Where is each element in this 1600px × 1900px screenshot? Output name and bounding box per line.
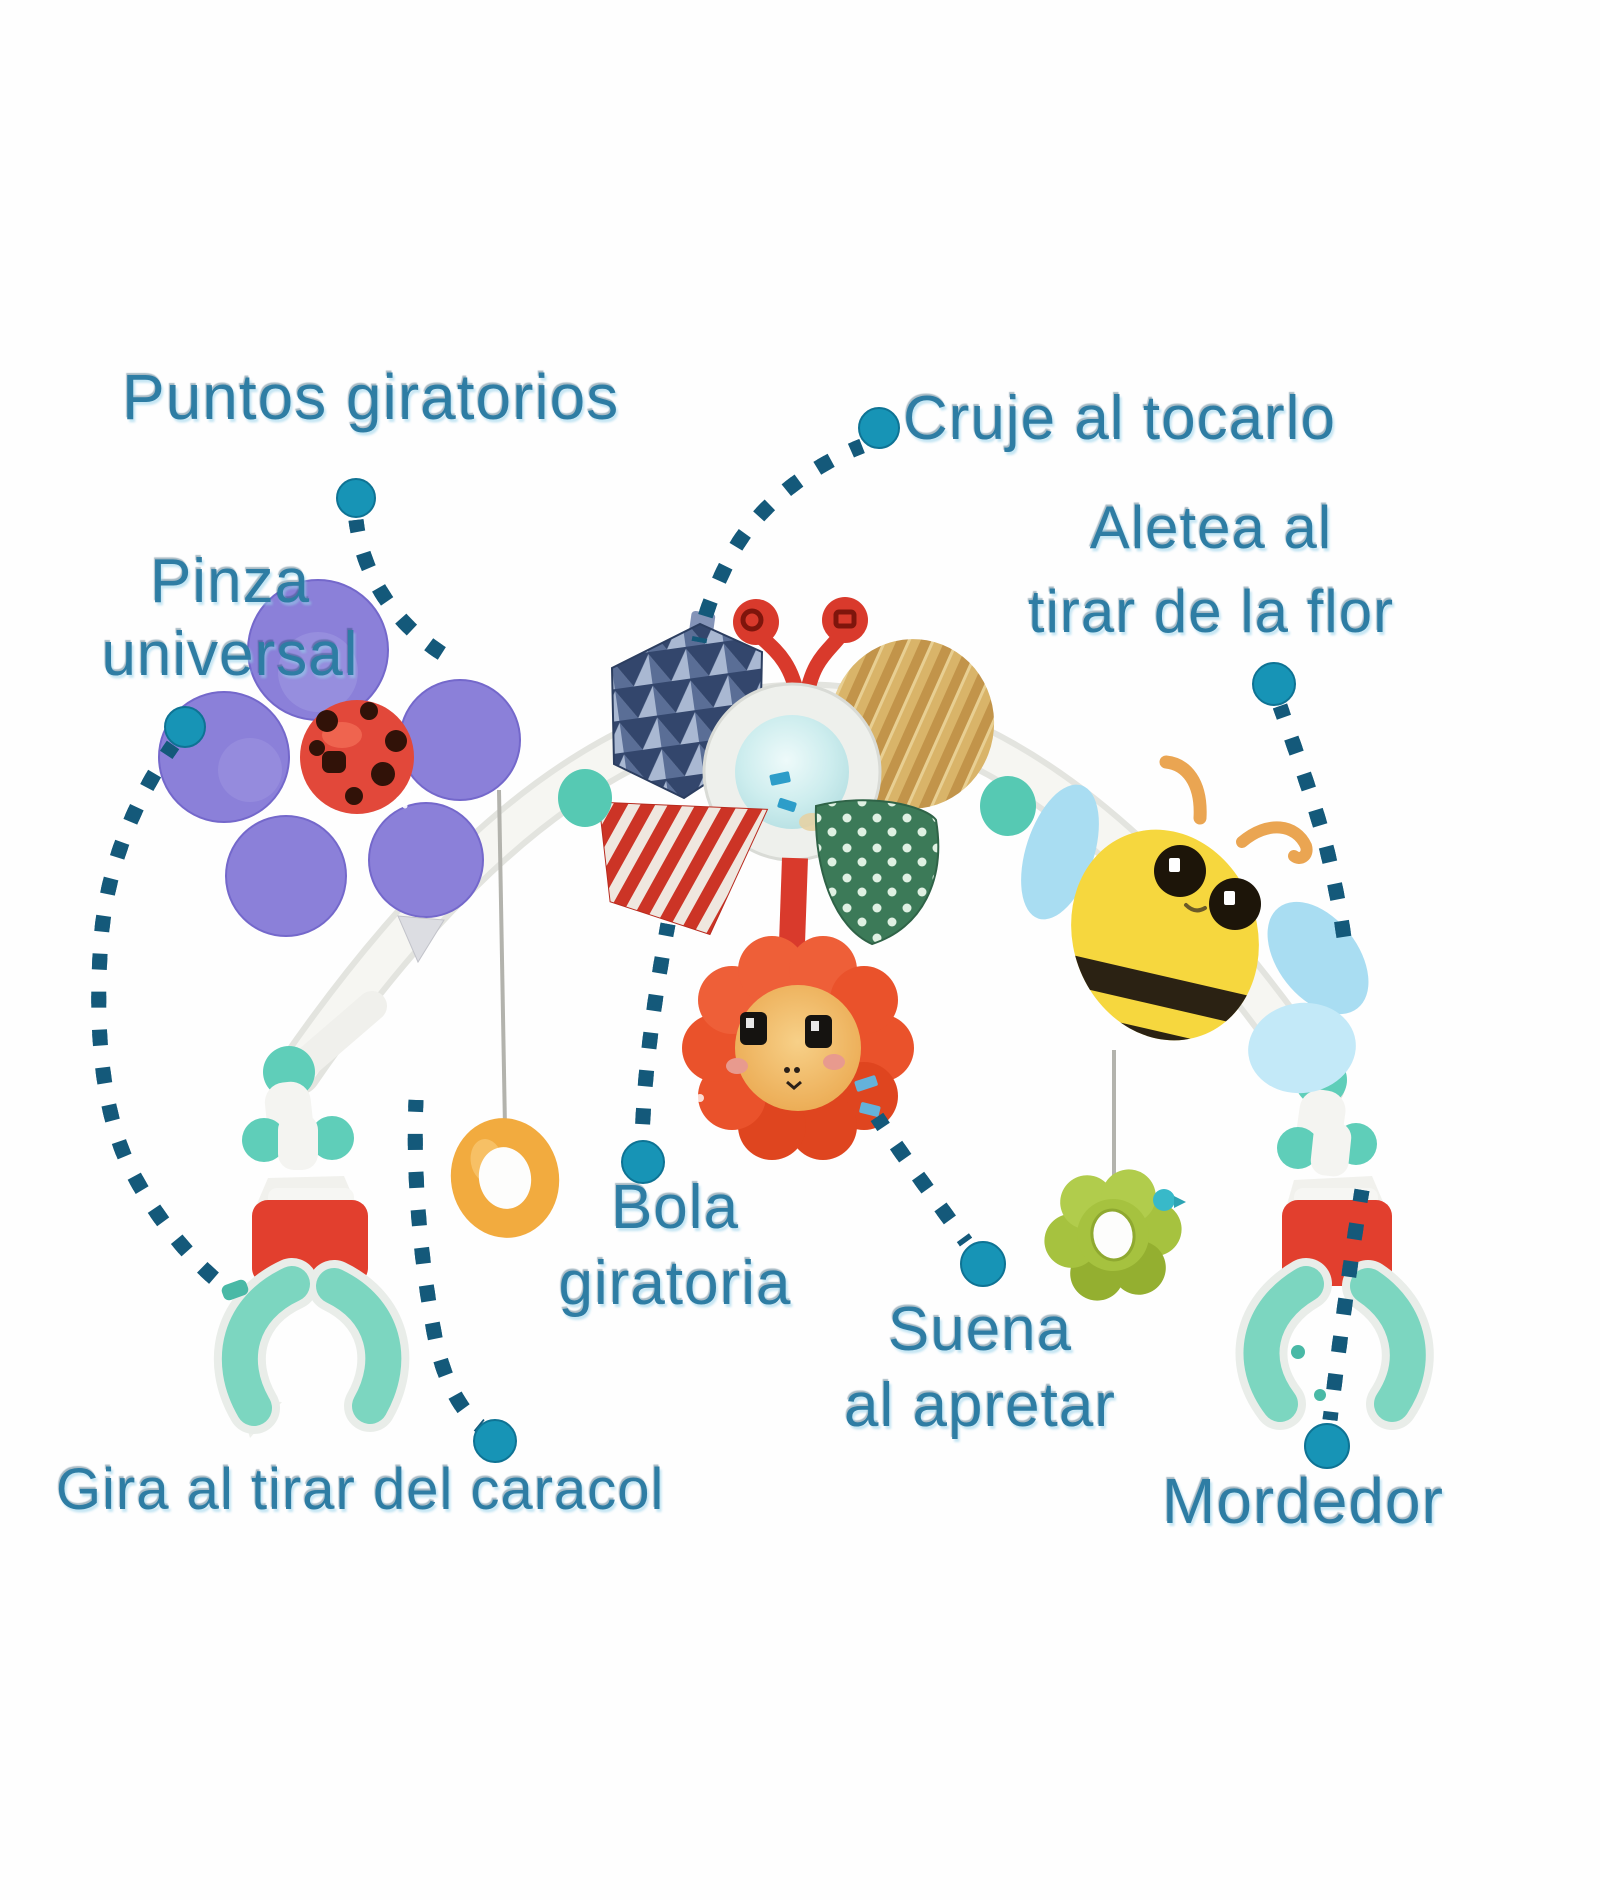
bee: [1021, 755, 1369, 1094]
label-aletea-line2: tirar de la flor: [1027, 578, 1395, 645]
teal-bird-bead: [1153, 1189, 1186, 1211]
sun-rattle: [682, 936, 914, 1160]
label-bola-line1: Bola: [610, 1173, 740, 1242]
label-aletea-line1: Aletea al: [1089, 494, 1333, 561]
crinkle-leaf-polka: [814, 799, 940, 946]
label-pinza-line2: universal: [101, 620, 359, 690]
label-suena-line1: Suena: [887, 1295, 1073, 1364]
pull-string-left: [497, 789, 507, 1129]
callout-dots: [164, 407, 1350, 1469]
universal-clamp-left: [213, 991, 410, 1438]
label-mordedor: Mordedor: [1162, 1465, 1444, 1537]
label-cruje-al-tocarlo: Cruje al tocarlo: [903, 384, 1336, 453]
label-bola-giratoria: Bola giratoria: [505, 1170, 845, 1321]
label-bola-line2: giratoria: [558, 1248, 792, 1318]
label-gira-caracol: Gira al tirar del caracol: [56, 1457, 665, 1522]
label-aletea: Aletea al tirar de la flor: [972, 486, 1450, 654]
string-tab: [397, 915, 445, 964]
label-suena-al-apretar: Suena al apretar: [765, 1292, 1195, 1443]
label-pinza-line1: Pinza: [149, 547, 311, 616]
orange-ring: [450, 1118, 560, 1238]
swivel-bead-right: [980, 776, 1036, 836]
callout-lines: [99, 446, 1362, 1426]
flower-teether: [1044, 1169, 1182, 1301]
label-puntos-giratorios: Puntos giratorios: [122, 361, 620, 433]
swivel-bead-left: [558, 769, 612, 827]
label-suena-line2: al apretar: [844, 1370, 1116, 1440]
label-pinza-universal: Pinza universal: [75, 545, 385, 691]
ladybug: [300, 700, 414, 814]
crinkle-leaf-striped: [598, 801, 769, 936]
